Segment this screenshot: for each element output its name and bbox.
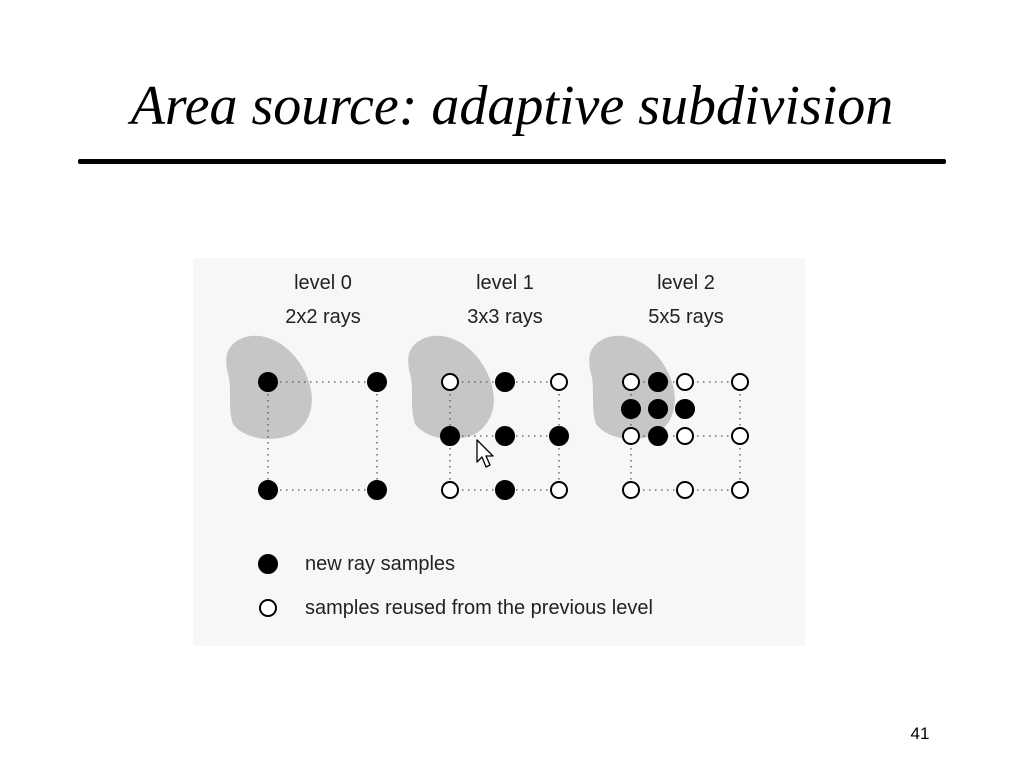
level-0-rays: 2x2 rays (285, 306, 361, 328)
reused-sample (622, 427, 640, 445)
new-sample (495, 426, 515, 446)
legend-new-samples: new ray samples (305, 553, 456, 575)
slide-title: Area source: adaptive subdivision (130, 75, 894, 137)
reused-sample (676, 427, 694, 445)
reused-sample (550, 481, 568, 499)
level-1-rays: 3x3 rays (467, 306, 543, 328)
reused-sample (676, 373, 694, 391)
legend-new-sample-icon (258, 554, 278, 574)
reused-sample (441, 373, 459, 391)
reused-sample (676, 481, 694, 499)
diagram-canvas (226, 335, 749, 617)
new-sample (648, 426, 668, 446)
new-sample (367, 372, 387, 392)
new-sample (440, 426, 460, 446)
new-sample (258, 372, 278, 392)
reused-sample (622, 373, 640, 391)
samples-level-0 (258, 372, 387, 500)
reused-sample (550, 373, 568, 391)
new-sample (648, 372, 668, 392)
subdivision-diagram: level 0 2x2 rays level 1 3x3 rays level … (193, 258, 805, 646)
level-0-label: level 0 (294, 272, 352, 294)
new-sample (648, 399, 668, 419)
legend-reused-samples: samples reused from the previous level (305, 597, 653, 619)
samples-level-2 (621, 372, 749, 499)
reused-sample (441, 481, 459, 499)
new-sample (621, 399, 641, 419)
new-sample (549, 426, 569, 446)
arrow-cursor-icon (476, 439, 494, 468)
reused-sample (731, 481, 749, 499)
samples-level-1 (440, 372, 569, 500)
level-2-label: level 2 (657, 272, 715, 294)
reused-sample (731, 427, 749, 445)
new-sample (258, 480, 278, 500)
legend-reused-sample-icon (259, 599, 277, 617)
new-sample (495, 372, 515, 392)
page-number: 41 (910, 724, 930, 743)
title-underline (78, 159, 946, 164)
reused-sample (622, 481, 640, 499)
new-sample (495, 480, 515, 500)
reused-sample (731, 373, 749, 391)
new-sample (367, 480, 387, 500)
level-1-label: level 1 (476, 272, 534, 294)
new-sample (675, 399, 695, 419)
level-2-rays: 5x5 rays (648, 306, 724, 328)
